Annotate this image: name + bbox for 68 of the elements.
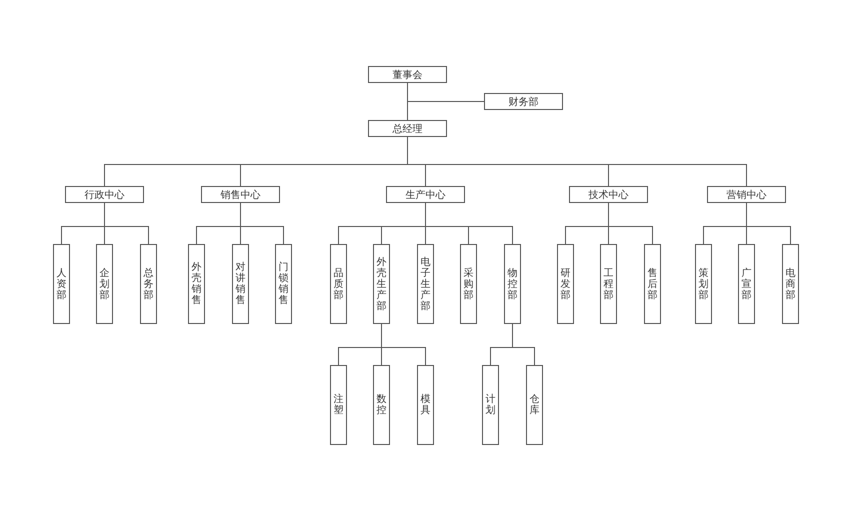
box-label: 采购部 [464, 268, 474, 300]
box-label: 外壳生产部 [376, 256, 386, 312]
department-box [140, 244, 157, 324]
department-box [96, 244, 113, 324]
department-box [330, 365, 347, 445]
box-label: 技术中心 [588, 188, 628, 202]
department-box [330, 244, 347, 324]
box-label: 人资部 [56, 268, 66, 300]
org-box [368, 66, 447, 83]
box-label: 销售中心 [220, 188, 260, 202]
connector-line [608, 202, 653, 244]
box-label: 注塑 [334, 394, 344, 416]
department-box [373, 244, 390, 324]
department-box [53, 244, 70, 324]
box-label: 营销中心 [726, 188, 766, 202]
box-label: 数控 [376, 394, 386, 416]
department-box [526, 365, 543, 445]
connector-line [407, 82, 408, 120]
connector-line [746, 202, 791, 244]
box-label: 计划 [486, 394, 496, 416]
box-label: 模具 [420, 394, 430, 416]
org-box [201, 186, 280, 203]
department-box [373, 365, 390, 445]
box-label: 工程部 [604, 268, 614, 300]
org-box [368, 120, 447, 137]
box-label: 研发部 [560, 268, 570, 300]
department-box [557, 244, 574, 324]
department-box [232, 244, 249, 324]
org-box [65, 186, 144, 203]
department-box [695, 244, 712, 324]
box-label: 电子生产部 [420, 256, 430, 312]
department-box [600, 244, 617, 324]
box-label: 总经理 [392, 122, 422, 136]
department-box [738, 244, 755, 324]
department-box [275, 244, 292, 324]
box-label: 仓库 [530, 394, 540, 416]
department-box [417, 365, 434, 445]
box-label: 售后部 [648, 268, 658, 300]
department-box [644, 244, 661, 324]
box-label: 物控部 [508, 268, 518, 300]
box-label: 企划部 [100, 268, 110, 300]
department-box [482, 365, 499, 445]
box-label: 门锁销售 [278, 262, 288, 306]
org-box [569, 186, 648, 203]
box-label: 生产中心 [406, 188, 446, 202]
org-box [484, 93, 563, 110]
box-label: 外壳销售 [192, 262, 202, 306]
department-box [188, 244, 205, 324]
box-label: 电商部 [786, 268, 796, 300]
department-box [782, 244, 799, 324]
org-box [386, 186, 465, 203]
box-label: 董事会 [392, 68, 422, 82]
connector-line [240, 202, 284, 244]
connector-line [381, 324, 426, 366]
box-label: 财务部 [508, 96, 538, 108]
box-label: 广宣部 [742, 268, 752, 300]
box-label: 策划部 [698, 268, 708, 300]
box-label: 对讲销售 [236, 262, 246, 306]
box-label: 品质部 [334, 268, 344, 300]
department-box [417, 244, 434, 324]
connector-line [425, 202, 513, 244]
box-label: 总务部 [144, 268, 154, 300]
connector-line [512, 324, 535, 366]
box-label: 行政中心 [84, 188, 124, 202]
org-box [707, 186, 786, 203]
department-box [504, 244, 521, 324]
department-box [460, 244, 477, 324]
connector-line [104, 202, 149, 244]
